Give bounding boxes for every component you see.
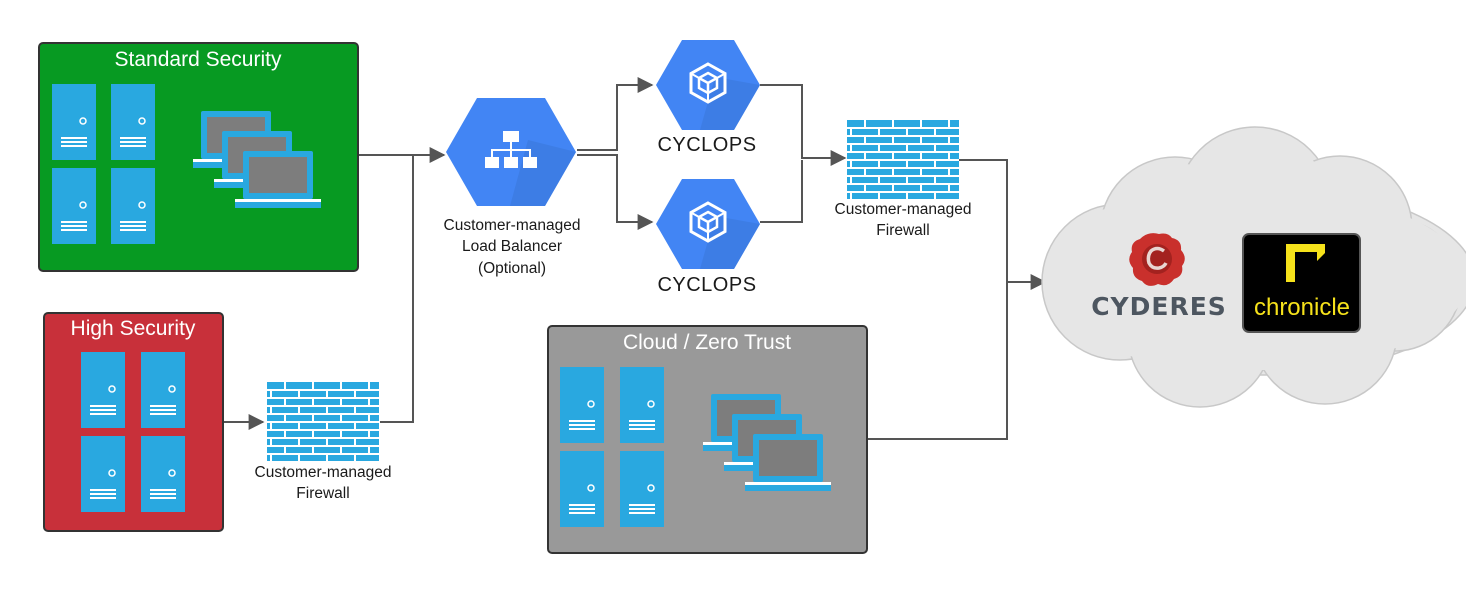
laptop-icon (745, 434, 831, 491)
server-tower-icon (51, 83, 97, 161)
chronicle-mark-icon (1286, 244, 1325, 282)
server-tower-icon (619, 366, 665, 444)
chronicle-logo: chronicle (1242, 233, 1361, 333)
server-tower-icon (140, 435, 186, 513)
server-tower-icon (140, 351, 186, 429)
connectors (224, 77, 1047, 440)
laptop-icon (235, 151, 321, 208)
high-security-zone: High Security (43, 312, 224, 532)
server-tower-icon (559, 366, 605, 444)
network-tree-icon (485, 131, 537, 168)
firewall-high-label-line1: Customer-managed (255, 464, 392, 481)
arrow-lb-to-cyclops-top (577, 77, 654, 151)
cyclops-label-top: CYCLOPS (657, 134, 756, 156)
server-tower-icon (80, 351, 126, 429)
standard-security-zone: Standard Security (38, 42, 359, 272)
load-balancer-label-line3: (Optional) (478, 260, 546, 277)
server-tower-icon (110, 167, 156, 245)
brick-firewall-icon (846, 119, 960, 200)
arrow-lb-to-cyclops-bottom (577, 154, 654, 230)
firewall-high: Customer-managed Firewall (255, 381, 392, 502)
cloud-zero-trust-title: Cloud / Zero Trust (623, 331, 791, 354)
destination-cloud: CYDERES chronicle (1041, 126, 1466, 408)
firewall-main: Customer-managed Firewall (835, 119, 972, 239)
chronicle-logo-box (1242, 233, 1361, 333)
wax-seal-icon (1129, 233, 1185, 286)
arrow-firewall-to-cloud (958, 159, 1047, 290)
load-balancer: Customer-managed Load Balancer (Optional… (444, 98, 581, 277)
load-balancer-label-line2: Load Balancer (462, 238, 562, 255)
server-tower-icon (110, 83, 156, 161)
chronicle-logo-text: chronicle (1254, 294, 1350, 321)
server-tower-icon (51, 167, 97, 245)
arrow-cyclops-top-to-firewall (760, 84, 847, 166)
cyclops-collector-top: CYCLOPS (656, 40, 760, 156)
server-tower-icon (619, 450, 665, 528)
standard-security-title: Standard Security (115, 48, 282, 71)
high-security-box (43, 312, 224, 532)
firewall-main-label-line2: Firewall (876, 222, 929, 239)
high-security-title: High Security (71, 317, 196, 340)
firewall-high-label-line2: Firewall (296, 485, 349, 502)
cyderes-logo-text: CYDERES (1091, 292, 1227, 321)
brick-firewall-icon (266, 381, 380, 462)
server-tower-icon (559, 450, 605, 528)
arrow-firewall-to-lb (380, 155, 414, 423)
load-balancer-label-line1: Customer-managed (444, 217, 581, 234)
firewall-main-label-line1: Customer-managed (835, 201, 972, 218)
arrow-cyclops-bottom-to-firewall (760, 160, 803, 223)
cloud-zero-trust-zone: Cloud / Zero Trust (547, 325, 868, 554)
cyclops-collector-bottom: CYCLOPS (656, 179, 760, 296)
cyclops-label-bottom: CYCLOPS (657, 274, 756, 296)
server-tower-icon (80, 435, 126, 513)
arrow-cloudzone-to-cloud (868, 282, 1008, 440)
